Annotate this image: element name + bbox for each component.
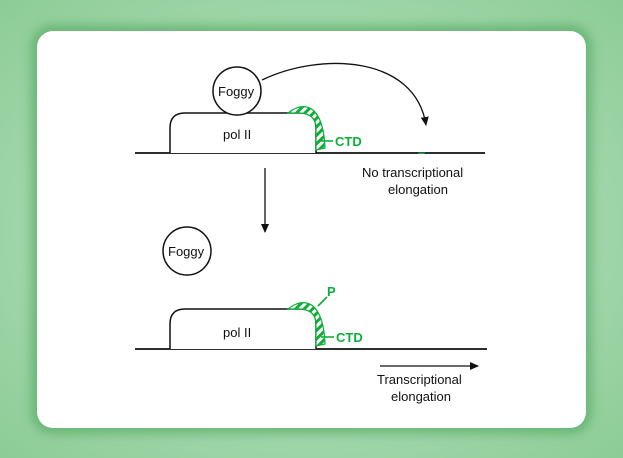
curved-inhibition-arrow xyxy=(261,62,429,126)
ctd-label-top: CTD xyxy=(335,134,362,149)
ctd-cap-top xyxy=(286,106,326,151)
phospho-label: P xyxy=(327,284,336,299)
pol-ii-label-top: pol II xyxy=(223,127,251,142)
minus-sign: – xyxy=(418,145,425,160)
elongation-label-line1: Transcriptional xyxy=(377,372,462,387)
foggy-label-bottom: Foggy xyxy=(168,244,205,259)
ctd-label-bottom: CTD xyxy=(336,330,363,345)
elongation-label-line2: elongation xyxy=(391,389,451,404)
foggy-circle-top xyxy=(212,66,262,116)
pol-ii-label-bottom: pol II xyxy=(223,325,251,340)
phospho-connector xyxy=(317,296,328,307)
foggy-circle-bottom xyxy=(162,226,212,276)
diagram-panel xyxy=(37,31,586,428)
ctd-cap-bottom xyxy=(286,302,326,347)
no-elongation-label-line2: elongation xyxy=(388,182,448,197)
no-elongation-label-line1: No transcriptional xyxy=(362,165,463,180)
foggy-label-top: Foggy xyxy=(218,84,255,99)
